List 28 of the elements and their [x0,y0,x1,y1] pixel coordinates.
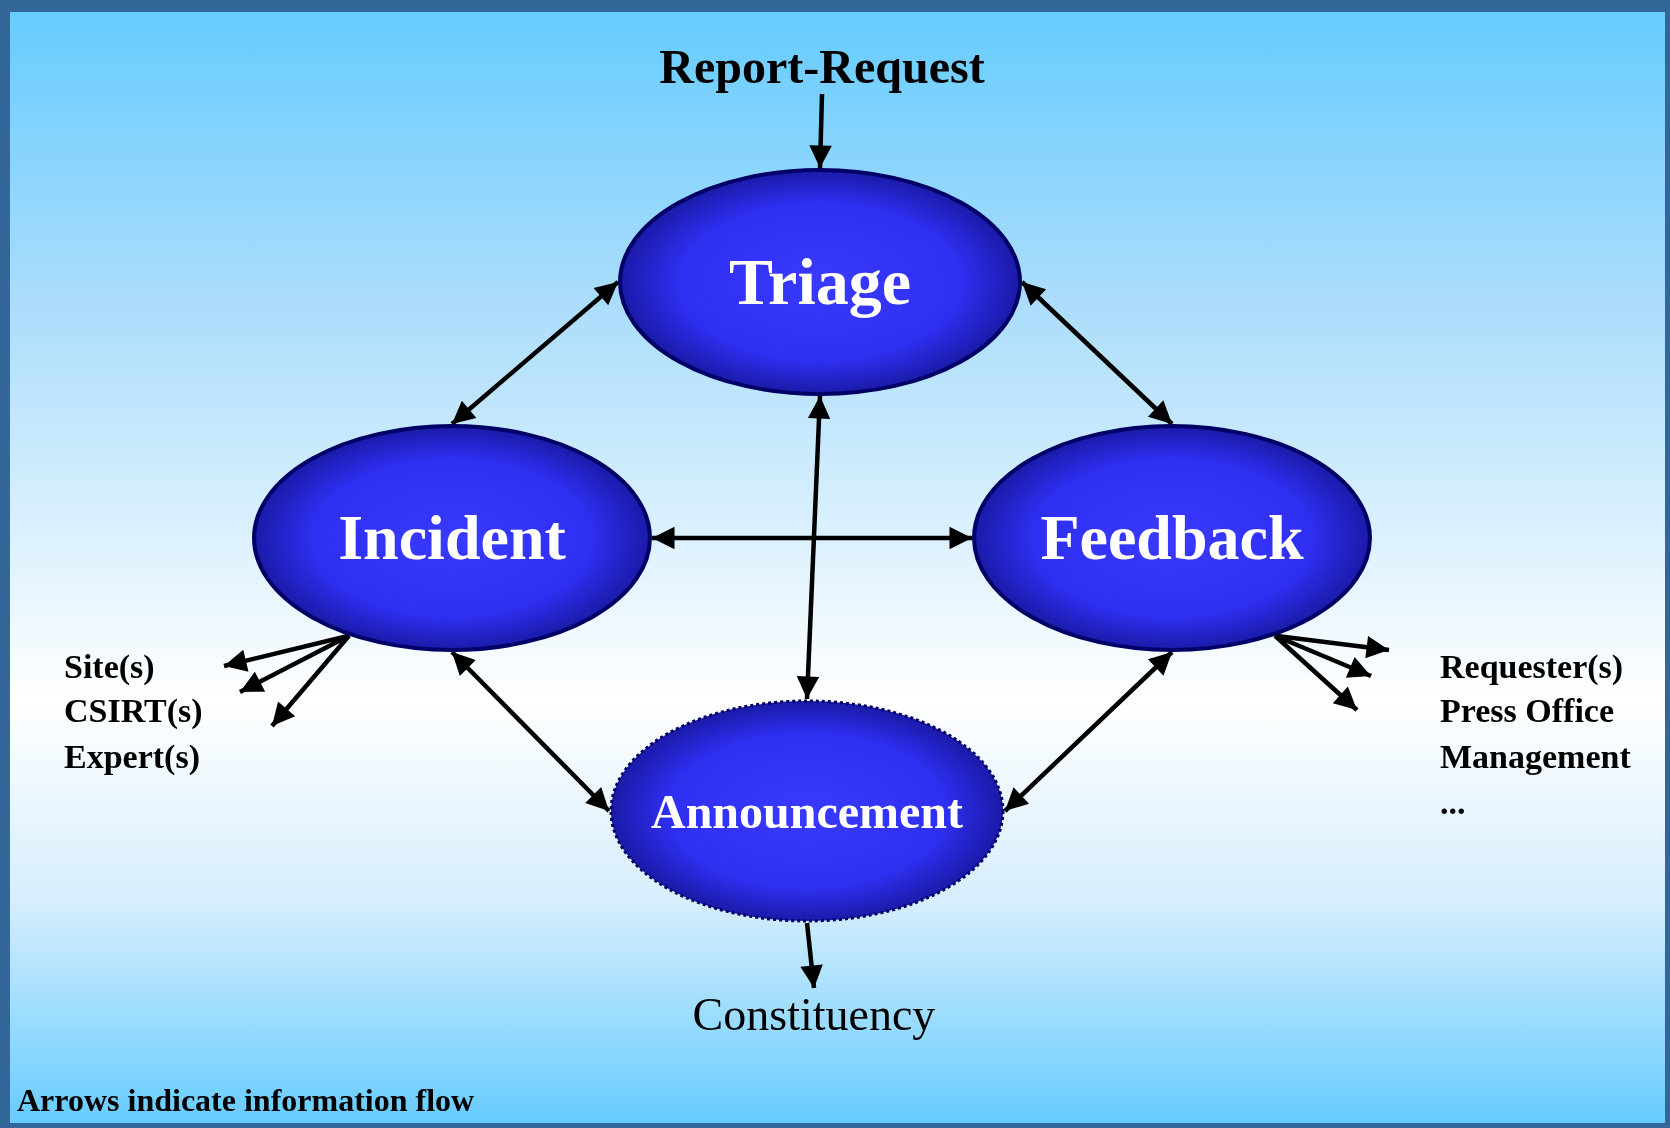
arrow [652,526,972,550]
arrow [1003,650,1174,813]
arrow [800,922,823,989]
party-label: Requester(s) [1440,650,1624,684]
node-label: Incident [338,501,566,575]
arrow [796,395,831,700]
note: Arrows indicate information flow [17,1084,475,1116]
endpoint-label: Constituency [692,987,936,1041]
party-label: Site(s) [64,650,155,684]
party-label: Press Office [1440,694,1615,728]
arrow [809,93,832,169]
process-ellipse [972,424,1372,652]
process-ellipse [252,424,652,652]
arrow [1273,634,1359,712]
party-label: ... [1440,786,1466,820]
party-label: Management [1440,740,1631,774]
process-ellipse [609,699,1005,923]
endpoint-label: Report-Request [659,38,985,94]
party-label: Expert(s) [64,740,200,774]
arrow [270,634,351,728]
party-label: CSIRT(s) [64,694,203,728]
process-ellipse [618,168,1022,396]
arrow [450,650,611,813]
arrow [450,280,620,426]
node-label: Triage [728,244,912,320]
node-label: Feedback [1040,501,1304,575]
arrow [1020,280,1174,426]
node-label: Announcement [651,783,963,839]
